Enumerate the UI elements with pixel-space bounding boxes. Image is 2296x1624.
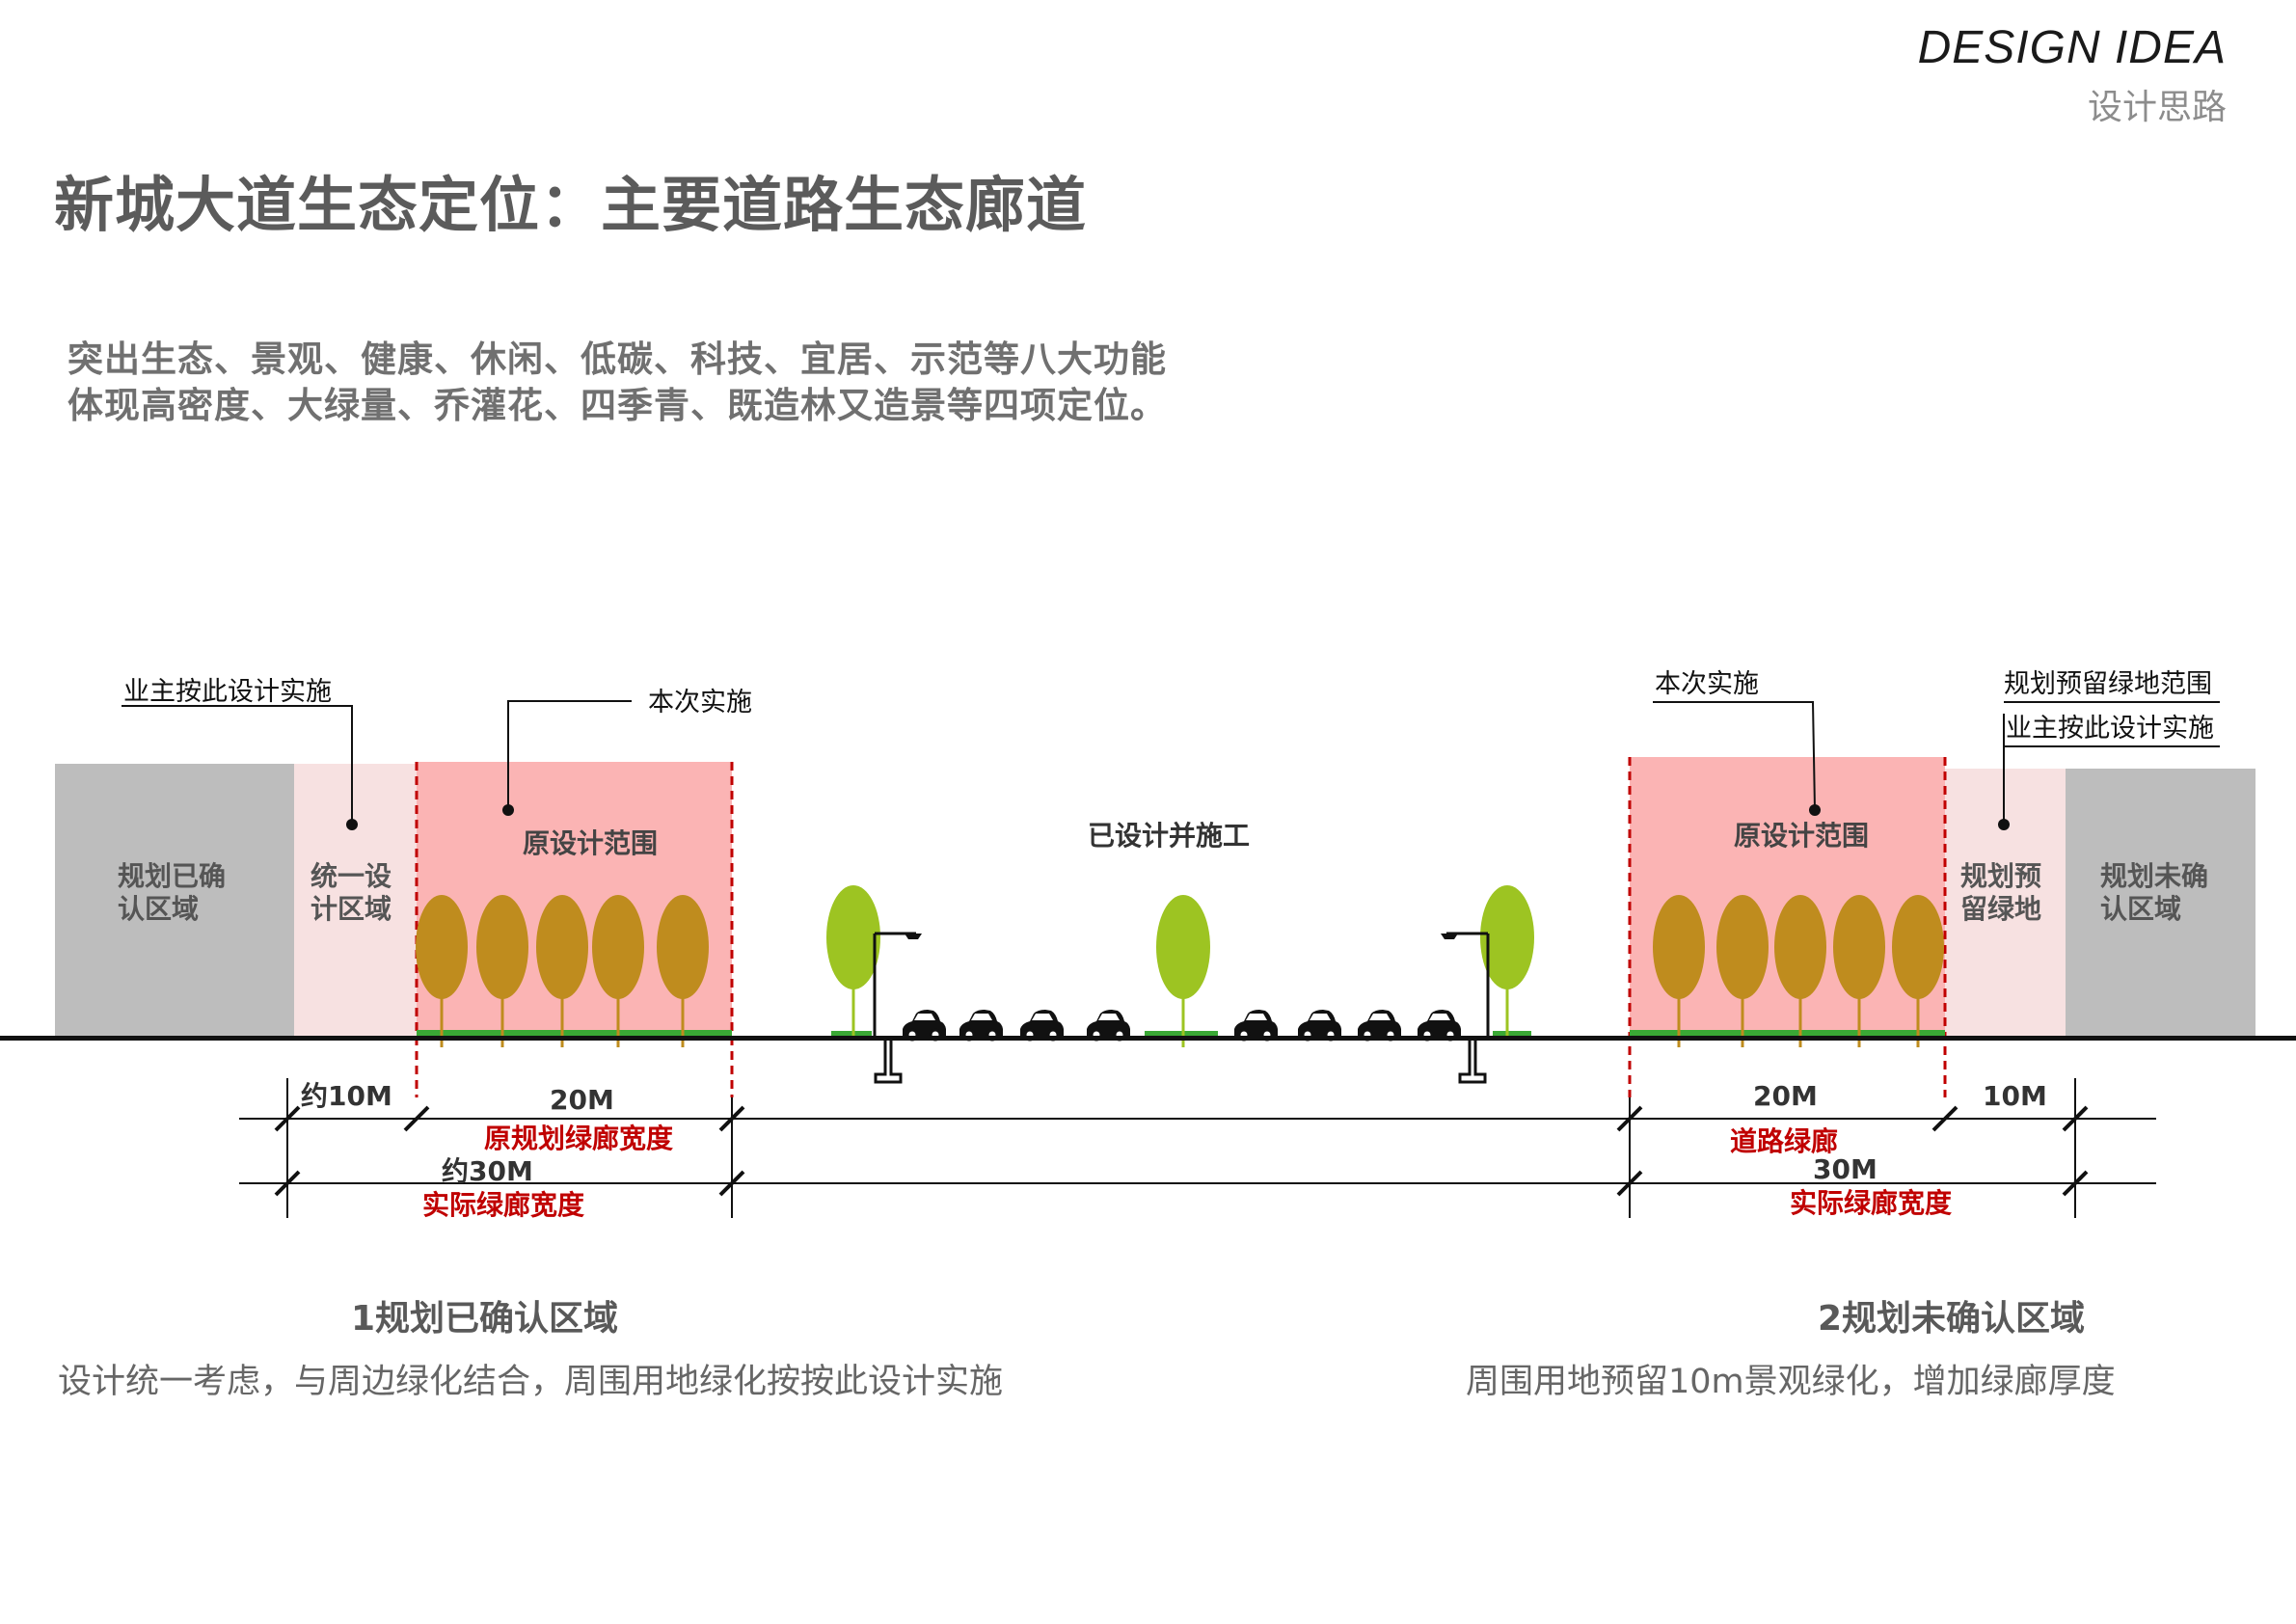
right-gray-zone-label-2: 认区域 bbox=[2100, 893, 2181, 925]
right-light-zone-label-1: 规划预 bbox=[1960, 860, 2041, 892]
center-road bbox=[824, 883, 1536, 1084]
ground-line bbox=[0, 1036, 2296, 1041]
description-line-1: 突出生态、景观、健康、休闲、低碳、科技、宜居、示范等八大功能 bbox=[68, 338, 1167, 380]
page-title: 新城大道生态定位：主要道路生态廊道 bbox=[54, 170, 1088, 240]
right-dim-10m: 10M bbox=[1983, 1080, 2047, 1112]
left-planned-confirmed-zone bbox=[55, 764, 294, 1039]
right-dim-30m: 30M bbox=[1813, 1153, 1877, 1185]
left-dim-about-30m: 约30M bbox=[442, 1155, 533, 1187]
right-callout-reserve: 规划预留绿地范围 bbox=[2004, 669, 2212, 699]
left-light-zone-label-2: 计区域 bbox=[311, 893, 392, 925]
right-gray-zone-label-1: 规划未确 bbox=[2100, 860, 2208, 892]
right-callout-current: 本次实施 bbox=[1655, 669, 1759, 699]
right-light-zone-label-2: 留绿地 bbox=[1960, 893, 2041, 925]
description-line-2: 体现高密度、大绿量、乔灌花、四季青、既造林又造景等四项定位。 bbox=[68, 385, 1167, 426]
callout-leaders bbox=[122, 700, 2220, 825]
right-callout-owner: 业主按此设计实施 bbox=[2006, 714, 2214, 744]
left-pink-zone-label: 原设计范围 bbox=[523, 827, 658, 859]
center-road-label: 已设计并施工 bbox=[1088, 820, 1250, 852]
right-planned-unconfirmed-zone bbox=[2066, 769, 2255, 1039]
left-dim-20m-note: 原规划绿廊宽度 bbox=[484, 1123, 673, 1154]
right-pink-zone-label: 原设计范围 bbox=[1734, 820, 1869, 852]
dimension-lines bbox=[239, 1078, 2156, 1218]
left-dim-30m-note: 实际绿廊宽度 bbox=[422, 1189, 584, 1221]
right-reserved-green-zone bbox=[1945, 769, 2066, 1039]
left-light-zone-label-1: 统一设 bbox=[311, 860, 392, 892]
left-unified-design-zone bbox=[294, 764, 417, 1039]
left-section-description: 设计统一考虑，与周边绿化结合，周围用地绿化按按此设计实施 bbox=[58, 1363, 1004, 1401]
header-english-title: DESIGN IDEA bbox=[1917, 22, 2227, 73]
right-section-title: 2规划未确认区域 bbox=[1818, 1299, 2086, 1339]
left-callout-owner: 业主按此设计实施 bbox=[123, 677, 332, 707]
left-section-title: 1规划已确认区域 bbox=[351, 1299, 619, 1339]
left-gray-zone-label-2: 认区域 bbox=[118, 893, 199, 925]
right-dim-30m-note: 实际绿廊宽度 bbox=[1790, 1187, 1952, 1219]
right-dim-20m: 20M bbox=[1753, 1080, 1818, 1112]
left-dim-20m: 20M bbox=[550, 1084, 614, 1116]
right-section-description: 周围用地预留10m景观绿化，增加绿廊厚度 bbox=[1466, 1363, 2116, 1401]
left-gray-zone-label-1: 规划已确 bbox=[118, 860, 226, 892]
left-dim-about-10m: 约10M bbox=[301, 1080, 392, 1112]
header-chinese-title: 设计思路 bbox=[2087, 88, 2227, 127]
right-dim-20m-note: 道路绿廊 bbox=[1730, 1125, 1838, 1157]
left-callout-current: 本次实施 bbox=[648, 688, 752, 717]
